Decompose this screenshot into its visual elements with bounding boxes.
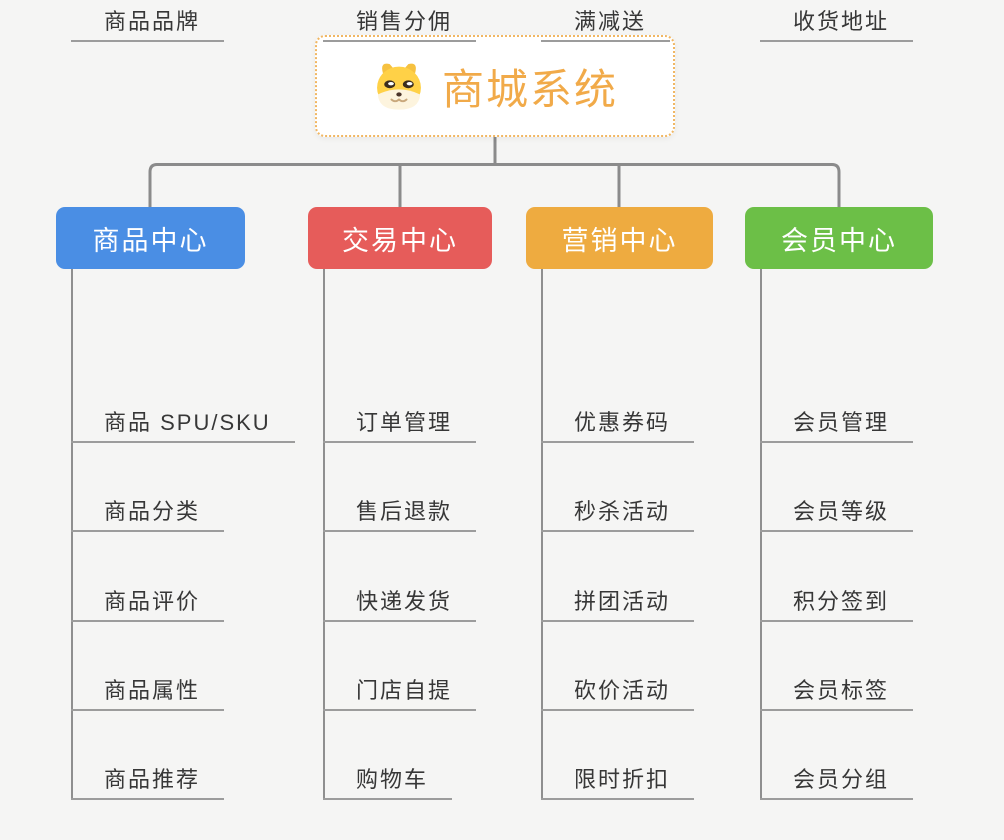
branch-children-marketing-center: 优惠券码 秒杀活动 拼团活动 砍价活动 限时折扣 满减送 bbox=[541, 0, 695, 840]
branch-children-goods-center: 商品 SPU/SKU 商品分类 商品评价 商品属性 商品推荐 商品品牌 bbox=[71, 0, 295, 840]
branch-children-trade-center: 订单管理 售后退款 快递发货 门店自提 购物车 销售分佣 bbox=[323, 0, 477, 840]
branch-node-member-center[interactable]: 会员中心 bbox=[745, 207, 933, 269]
branch-spine-line bbox=[71, 269, 73, 800]
branch-node-trade-center[interactable]: 交易中心 bbox=[308, 207, 492, 269]
child-topic[interactable]: 商品 SPU/SKU bbox=[71, 401, 295, 443]
child-topic[interactable]: 积分签到 bbox=[760, 580, 914, 622]
child-topic[interactable]: 砍价活动 bbox=[541, 669, 695, 711]
branch-label: 营销中心 bbox=[561, 225, 678, 256]
child-topic[interactable]: 限时折扣 bbox=[541, 758, 695, 800]
child-topic[interactable]: 快递发货 bbox=[323, 580, 477, 622]
branch-node-marketing-center[interactable]: 营销中心 bbox=[526, 207, 713, 269]
child-topic[interactable]: 订单管理 bbox=[323, 401, 477, 443]
child-topic[interactable]: 销售分佣 bbox=[323, 0, 477, 42]
branch-spine-line bbox=[323, 269, 325, 800]
branch-node-goods-center[interactable]: 商品中心 bbox=[56, 207, 245, 269]
child-topic[interactable]: 秒杀活动 bbox=[541, 490, 695, 532]
branch-spine-line bbox=[760, 269, 762, 800]
child-topic[interactable]: 商品品牌 bbox=[71, 0, 225, 42]
root-node-label: 商城系统 bbox=[441, 65, 618, 113]
child-topic[interactable]: 商品属性 bbox=[71, 669, 225, 711]
child-topic[interactable]: 门店自提 bbox=[323, 669, 477, 711]
branch-spine-line bbox=[541, 269, 543, 800]
dog-face-icon bbox=[377, 63, 421, 110]
root-node[interactable]: 商城系统 bbox=[315, 35, 675, 137]
branch-label: 交易中心 bbox=[342, 225, 458, 256]
child-topic[interactable]: 购物车 bbox=[323, 758, 453, 800]
branch-rail-line bbox=[148, 163, 841, 209]
branch-label: 会员中心 bbox=[781, 225, 897, 256]
child-topic[interactable]: 拼团活动 bbox=[541, 580, 695, 622]
child-topic[interactable]: 会员等级 bbox=[760, 490, 914, 532]
child-topic[interactable]: 优惠券码 bbox=[541, 401, 695, 443]
child-topic[interactable]: 收货地址 bbox=[760, 0, 914, 42]
child-topic[interactable]: 商品分类 bbox=[71, 490, 225, 532]
child-topic[interactable]: 满减送 bbox=[541, 0, 671, 42]
branch-children-member-center: 会员管理 会员等级 积分签到 会员标签 会员分组 收货地址 bbox=[760, 0, 914, 840]
branch-label: 商品中心 bbox=[92, 225, 209, 256]
child-topic[interactable]: 商品评价 bbox=[71, 580, 225, 622]
child-topic[interactable]: 会员管理 bbox=[760, 401, 914, 443]
child-topic[interactable]: 售后退款 bbox=[323, 490, 477, 532]
child-topic[interactable]: 会员分组 bbox=[760, 758, 914, 800]
child-topic[interactable]: 商品推荐 bbox=[71, 758, 225, 800]
child-topic[interactable]: 会员标签 bbox=[760, 669, 914, 711]
